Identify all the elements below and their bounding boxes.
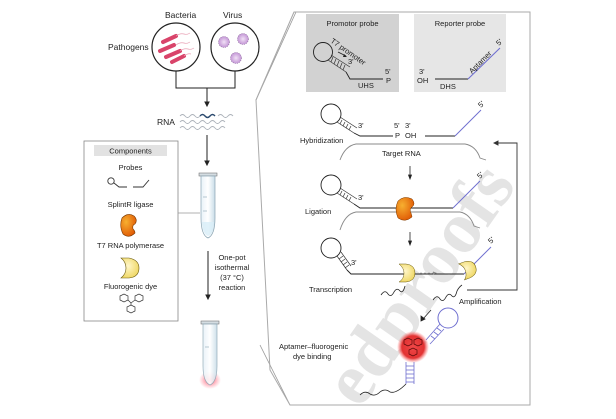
svg-text:One-pot: One-pot [218,253,246,262]
svg-text:3': 3' [405,121,411,130]
ligation-label: Ligation [305,207,331,216]
component-dye-label: Fluorogenic dye [104,282,157,291]
amplification-label: Amplification [459,297,502,306]
arrow-step2 [407,232,413,247]
bacteria-circle [151,22,201,72]
svg-text:5': 5' [385,67,391,76]
svg-text:3': 3' [358,121,364,130]
svg-text:P: P [386,76,391,85]
components-box: Components Probes SplintR ligase T7 RNA … [83,140,179,322]
uhs-label: UHS [358,81,374,90]
promotor-probe-title: Promotor probe [326,19,378,28]
stem-hatch [327,54,351,73]
svg-text:3': 3' [348,57,354,66]
step-aptamer-binding: Aptamer–fluorogenic dye binding [279,307,459,396]
bacteria-icon [158,34,186,64]
tube-icon [198,172,218,239]
dye-icon [119,293,144,314]
step-hybridization: 3' 5' P 3' OH 5' Hybridization Target RN… [300,99,487,161]
step-ligation: 3' 5' Ligation [305,170,486,231]
amplification-loop-arrow [467,140,518,291]
right-panel-frame [255,11,531,406]
pathogens-label: Pathogens [108,42,149,52]
svg-text:reaction: reaction [219,283,246,292]
ligase-icon [395,197,415,221]
polymerase-icon [120,257,140,279]
glowing-tube-icon [199,320,221,389]
svg-text:(37 °C): (37 °C) [220,273,244,282]
svg-text:5': 5' [476,99,487,110]
svg-text:P: P [395,131,400,140]
binding-label-line2: dye binding [293,352,331,361]
target-rna-strand [339,143,487,161]
dye-icon [403,337,423,357]
svg-text:3': 3' [351,258,357,267]
reaction-arrow [205,251,211,301]
step-transcription: 3' 5' Transcription Amplification [309,235,502,306]
svg-text:OH: OH [405,131,416,140]
probes-icon [107,177,150,188]
rna-label: RNA [157,117,175,127]
svg-text:5': 5' [394,121,400,130]
components-title: Components [109,147,152,156]
svg-text:5': 5' [494,37,505,48]
arrow-to-tube [204,135,210,167]
ligase-icon [120,214,137,237]
pathogen-join-arrow [175,71,236,108]
reaction-label: One-pot isothermal (37 °C) reaction [215,253,250,292]
svg-text:5': 5' [486,235,497,246]
virus-label: Virus [223,10,242,20]
virus-icon [218,33,249,64]
hybridization-label: Hybridization [300,136,343,145]
target-rna-label: Target RNA [382,149,421,158]
dye-glow [397,331,429,363]
svg-text:5': 5' [475,170,486,181]
rna-strands-icon [179,113,234,130]
svg-text:3': 3' [419,67,425,76]
svg-text:isothermal: isothermal [215,263,250,272]
arrow-step1 [407,166,413,181]
component-ligase-label: SplintR ligase [108,200,154,209]
virus-circle [210,22,260,72]
binding-label-line1: Aptamer–fluorogenic [279,342,348,351]
reporter-probe-box: Reporter probe 3' OH Aptamer 5' DHS [414,14,506,92]
component-probes-label: Probes [119,163,143,172]
transcription-label: Transcription [309,285,352,294]
dhs-label: DHS [440,82,456,91]
bacteria-label: Bacteria [165,10,196,20]
svg-text:3': 3' [358,193,364,202]
component-polymerase-label: T7 RNA polymerase [97,241,164,250]
promotor-probe-box: Promotor probe T7 promoter 3' 5' P UHS [306,14,399,92]
svg-text:OH: OH [417,76,428,85]
arrow-step3 [420,309,432,322]
reporter-probe-title: Reporter probe [435,19,485,28]
